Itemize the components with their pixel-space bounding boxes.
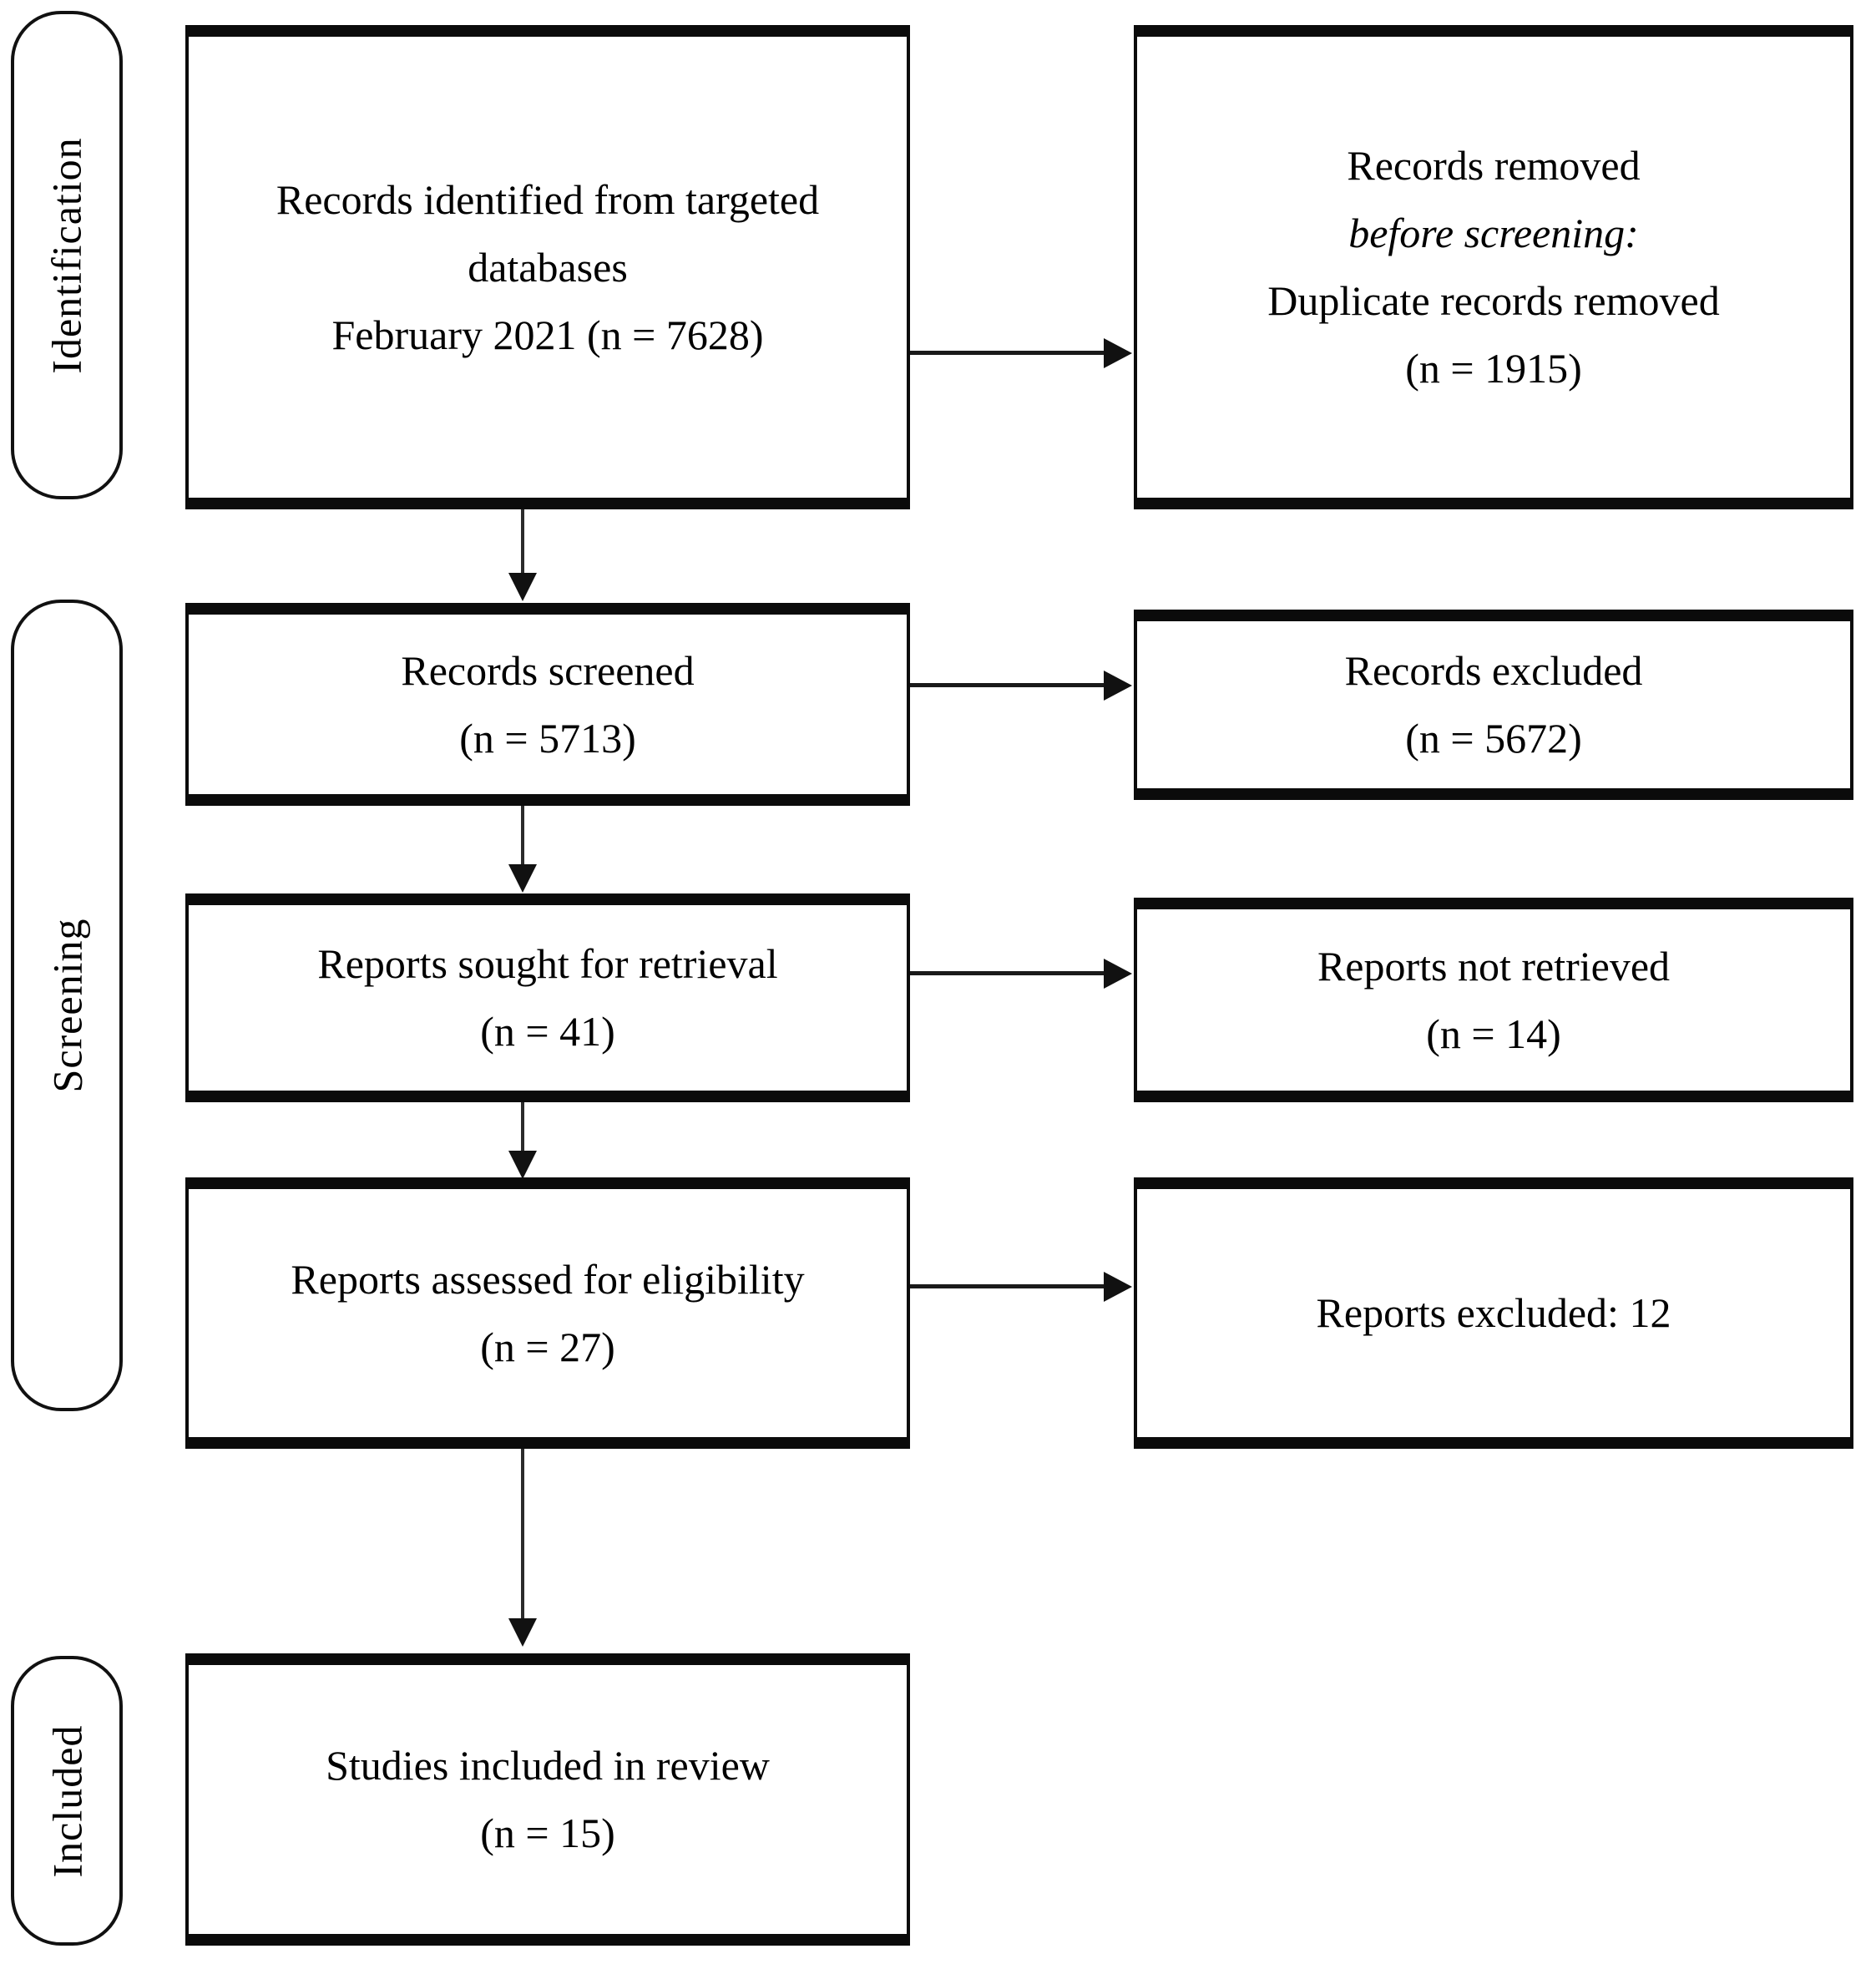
records-excluded-line-1: Records excluded <box>1344 647 1643 694</box>
connector-screened-to-excluded <box>910 683 1105 687</box>
node-reports-assessed: Reports assessed for eligibility (n = 27… <box>185 1177 910 1449</box>
records-excluded-line-2-count: (n = 5672) <box>1405 715 1582 762</box>
phase-label-screening: Screening <box>11 600 123 1411</box>
connector-sought-to-not-retrieved <box>910 971 1105 975</box>
node-records-excluded: Records excluded (n = 5672) <box>1134 610 1853 800</box>
records-removed-line-1: Records removed <box>1347 142 1641 189</box>
node-studies-included: Studies included in review (n = 15) <box>185 1653 910 1946</box>
records-removed-line-4-count: (n = 1915) <box>1405 345 1582 392</box>
records-removed-line-2-before-screening: before screening: <box>1348 210 1639 256</box>
records-identified-line-1: Records identified from targeted <box>276 175 820 223</box>
arrowhead-screened-to-excluded <box>1104 671 1132 701</box>
records-screened-line-2-count: (n = 5713) <box>459 714 636 762</box>
connector-identified-to-screened <box>521 509 524 575</box>
connector-assessed-to-included <box>521 1449 524 1620</box>
connector-sought-to-assessed <box>521 1102 524 1152</box>
reports-sought-line-1: Reports sought for retrieval <box>317 940 778 987</box>
studies-included-line-2-count: (n = 15) <box>480 1810 615 1856</box>
arrowhead-identified-to-removed <box>1104 338 1132 368</box>
node-reports-not-retrieved: Reports not retrieved (n = 14) <box>1134 898 1853 1102</box>
connector-identified-to-removed <box>910 351 1105 355</box>
phase-label-included: Included <box>11 1656 123 1946</box>
reports-assessed-line-2-count: (n = 27) <box>480 1323 615 1370</box>
records-screened-line-1: Records screened <box>401 646 695 694</box>
phase-label-identification: Identification <box>11 11 123 499</box>
arrowhead-sought-to-not-retrieved <box>1104 959 1132 989</box>
records-removed-line-3: Duplicate records removed <box>1267 277 1720 324</box>
node-reports-sought: Reports sought for retrieval (n = 41) <box>185 893 910 1102</box>
reports-not-retrieved-line-2-count: (n = 14) <box>1426 1010 1561 1057</box>
node-records-removed: Records removed before screening: Duplic… <box>1134 25 1853 509</box>
arrowhead-sought-to-assessed <box>508 1151 537 1179</box>
reports-assessed-line-1: Reports assessed for eligibility <box>291 1255 805 1303</box>
reports-not-retrieved-line-1: Reports not retrieved <box>1317 942 1671 990</box>
node-reports-excluded: Reports excluded: 12 <box>1134 1177 1853 1449</box>
arrowhead-assessed-to-excluded <box>1104 1272 1132 1302</box>
arrowhead-identified-to-screened <box>508 573 537 601</box>
records-identified-line-2: databases <box>468 243 628 291</box>
reports-sought-line-2-count: (n = 41) <box>480 1008 615 1055</box>
node-records-identified: Records identified from targeted databas… <box>185 25 910 509</box>
phase-label-included-text: Included <box>43 1724 90 1877</box>
connector-screened-to-sought <box>521 806 524 866</box>
records-identified-line-3: February 2021 (n = 7628) <box>331 311 764 358</box>
connector-assessed-to-excluded <box>910 1284 1105 1288</box>
reports-excluded-line-1: Reports excluded: 12 <box>1316 1289 1671 1336</box>
phase-label-identification-text: Identification <box>43 136 90 374</box>
arrowhead-screened-to-sought <box>508 864 537 893</box>
phase-label-screening-text: Screening <box>43 918 90 1093</box>
node-records-screened: Records screened (n = 5713) <box>185 603 910 806</box>
arrowhead-assessed-to-included <box>508 1618 537 1647</box>
studies-included-line-1: Studies included in review <box>326 1742 770 1789</box>
